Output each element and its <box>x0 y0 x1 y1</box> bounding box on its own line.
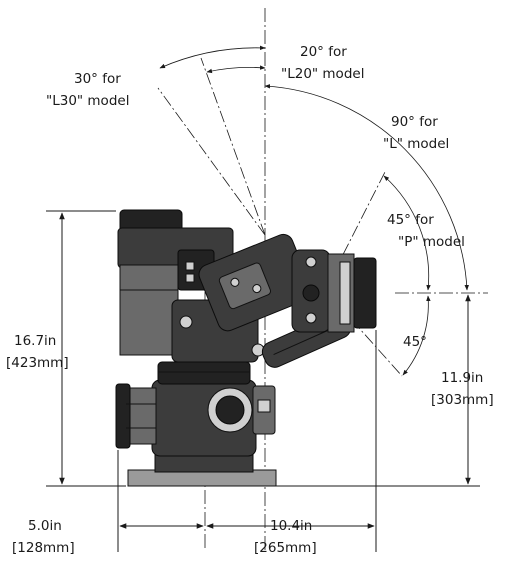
p-line1: 45° for <box>387 212 434 228</box>
angle-arcs <box>159 45 469 376</box>
angle-label-l30: 30° for "L30" model <box>46 71 129 109</box>
svg-text:[128mm]: [128mm] <box>12 540 75 556</box>
down-angle-line <box>324 289 403 377</box>
svg-text:[423mm]: [423mm] <box>6 355 69 371</box>
p-line2: "P" model <box>398 234 465 250</box>
swivel-ring <box>157 361 251 385</box>
l30-arc <box>159 45 266 69</box>
motor-cylinder <box>119 264 179 356</box>
angle-label-down: 45° <box>403 334 427 350</box>
angle-label-p: 45° for "P" model <box>387 212 465 250</box>
l20-line2: "L20" model <box>281 66 364 82</box>
monitor-illustration <box>115 209 377 487</box>
side-inlet <box>125 387 157 445</box>
l20-angle-line <box>200 57 266 236</box>
l30-line1: 30° for <box>74 71 121 87</box>
dimension-label-height-total: 16.7in [423mm] <box>6 333 69 371</box>
l30-angle-line <box>157 87 266 236</box>
dimension-label-height-outlet: 11.9in [303mm] <box>431 370 494 408</box>
angle-label-l: 90° for "L" model <box>383 114 449 152</box>
down-arc <box>402 295 431 376</box>
outlet-tip <box>353 257 377 329</box>
dimension-lines <box>46 210 480 552</box>
l-arc <box>264 84 469 291</box>
svg-text:5.0in: 5.0in <box>28 518 62 534</box>
svg-text:10.4in: 10.4in <box>270 518 312 534</box>
side-inlet-flange <box>115 383 131 449</box>
svg-text:11.9in: 11.9in <box>441 370 483 386</box>
elbow-arm <box>198 233 313 332</box>
svg-text:[265mm]: [265mm] <box>254 540 317 556</box>
svg-text:16.7in: 16.7in <box>14 333 56 349</box>
p-arc <box>383 175 431 291</box>
l20-arc <box>206 65 266 74</box>
l30-line2: "L30" model <box>46 93 129 109</box>
l-line2: "L" model <box>383 136 449 152</box>
base-collar <box>154 454 254 473</box>
dimension-label-width-right: 10.4in [265mm] <box>254 518 317 556</box>
dimension-label-width-left: 5.0in [128mm] <box>12 518 75 556</box>
l-line1: 90° for <box>391 114 438 130</box>
angle-label-l20: 20° for "L20" model <box>281 44 364 82</box>
l20-line1: 20° for <box>300 44 347 60</box>
svg-text:[303mm]: [303mm] <box>431 392 494 408</box>
